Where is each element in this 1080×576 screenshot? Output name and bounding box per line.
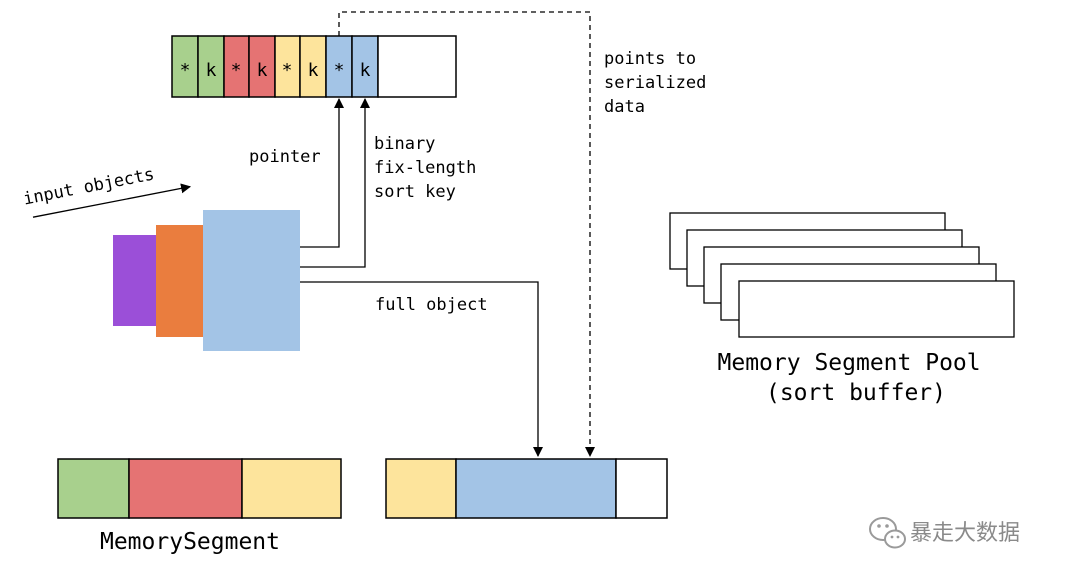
record-buffer-empty-space xyxy=(615,458,668,519)
sort-index-cell-7 xyxy=(325,35,353,98)
sort-index-cell-text-6: k xyxy=(308,60,319,81)
watermark: 暴走大数据 xyxy=(869,517,1020,549)
record-buffer-yellow-record xyxy=(385,458,457,519)
sort-key-label-line-1: binary xyxy=(374,134,435,154)
points-to-dashed-arrow xyxy=(338,11,595,457)
input-object-purple xyxy=(113,235,163,326)
record-buffer-blue-record xyxy=(455,458,617,519)
points-to-label-line-1: points to xyxy=(604,49,696,69)
sort-index-cell-text-4: k xyxy=(257,60,268,81)
input-object-blue xyxy=(203,210,300,351)
sort-index-cell-6 xyxy=(299,35,327,98)
input-object-orange xyxy=(156,225,206,337)
pointer-label: pointer xyxy=(249,147,321,167)
memory-segment-red-record xyxy=(128,458,243,519)
sort-key-label-line-3: sort key xyxy=(374,182,456,202)
sort-index-cell-text-7: * xyxy=(334,60,345,81)
points-to-label-line-2: serialized xyxy=(604,73,706,93)
sort-index-cell-text-3: * xyxy=(231,60,242,81)
pointer-arrow xyxy=(300,98,344,248)
pool-title-line-2: (sort buffer) xyxy=(766,380,946,406)
sort-key-arrow xyxy=(300,98,370,268)
sort-index-cell-text-1: * xyxy=(180,60,191,81)
full-object-arrow xyxy=(300,281,543,457)
memory-segment xyxy=(57,458,342,519)
points-to-label: points to serialized data xyxy=(604,49,717,117)
full-object-label: full object xyxy=(375,295,488,315)
memory-segment-pool xyxy=(669,212,1015,338)
watermark-text: 暴走大数据 xyxy=(910,521,1020,546)
sort-index-cell-text-8: k xyxy=(360,60,371,81)
sort-index-cell-text-2: k xyxy=(206,60,217,81)
sort-key-label: binary fix-length sort key xyxy=(374,134,487,202)
memory-segment-label: MemorySegment xyxy=(100,529,280,555)
sort-index-cell-2 xyxy=(197,35,225,98)
pool-title-line-1: Memory Segment Pool xyxy=(718,350,981,376)
input-objects-label: input objects xyxy=(22,164,156,209)
sort-index-cell-3 xyxy=(223,35,250,98)
sort-index-cell-1 xyxy=(171,35,199,98)
sort-index-cell-8 xyxy=(351,35,379,98)
pool-segment-5 xyxy=(738,280,1015,338)
memory-segment-yellow-record xyxy=(241,458,342,519)
sort-index-buffer: * k * k * k * k xyxy=(171,35,457,98)
input-objects-label-group: input objects xyxy=(22,164,192,218)
sort-index-empty-space xyxy=(377,35,457,98)
sort-key-label-line-2: fix-length xyxy=(374,158,476,178)
wechat-icon xyxy=(869,517,906,549)
record-buffer xyxy=(385,458,668,519)
pool-title: Memory Segment Pool (sort buffer) xyxy=(718,350,995,406)
points-to-label-line-3: data xyxy=(604,97,645,117)
sort-index-cell-text-5: * xyxy=(282,60,293,81)
memory-segment-green-record xyxy=(57,458,130,519)
input-objects-arrow xyxy=(32,183,192,218)
sort-index-cell-5 xyxy=(274,35,301,98)
